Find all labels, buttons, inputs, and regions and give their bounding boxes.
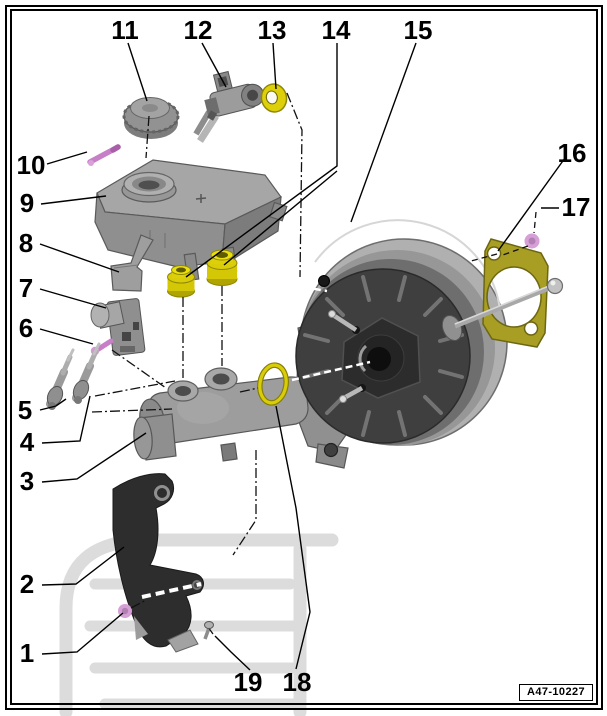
- booster-nut: [524, 233, 540, 249]
- leader-4: [41, 395, 91, 444]
- callout-16: 16: [557, 138, 587, 168]
- callout-17: 17: [561, 192, 591, 222]
- fluid-reservoir: [94, 159, 288, 282]
- leader-lines: [39, 42, 566, 671]
- leader-5: [39, 398, 67, 411]
- level-sensor: [193, 70, 265, 143]
- callout-4: 4: [19, 427, 35, 457]
- leader-2: [41, 546, 125, 586]
- callout-3: 3: [19, 466, 35, 496]
- brake-booster: [295, 219, 508, 446]
- leader-13: [272, 42, 277, 90]
- callout-18: 18: [282, 667, 312, 697]
- white-dashed-pointers: [141, 285, 371, 599]
- leader-14b: [223, 170, 338, 266]
- callout-7: 7: [18, 273, 34, 303]
- leader-10: [46, 151, 88, 165]
- leader-19: [214, 635, 251, 671]
- master-cylinder-o-ring: [257, 362, 289, 406]
- callout-8: 8: [18, 228, 34, 258]
- brake-line-connector-5: [46, 348, 75, 410]
- leader-6: [39, 328, 94, 345]
- figure-code-box: A47-10227: [518, 684, 593, 701]
- callout-5: 5: [17, 395, 33, 425]
- short-dashed-pointers: [207, 211, 537, 635]
- pressure-sensor: [90, 298, 146, 356]
- reservoir-cap: [122, 97, 180, 139]
- callout-15: 15: [403, 15, 433, 45]
- callout-19: 19: [233, 667, 263, 697]
- leader-1: [41, 612, 124, 655]
- callout-13: 13: [257, 15, 287, 45]
- brake-line-connector-4: [72, 342, 101, 404]
- heat-shield: [112, 473, 204, 653]
- leader-8: [39, 243, 120, 273]
- leader-11: [127, 42, 148, 102]
- retaining-pin: [87, 144, 121, 166]
- callout-6: 6: [18, 313, 34, 343]
- booster-push-rod: [441, 277, 564, 342]
- callout-11: 11: [111, 15, 139, 45]
- leader-3: [41, 432, 147, 483]
- sensor-seal-ring: [260, 83, 288, 113]
- leader-15: [350, 42, 417, 223]
- leader-7: [39, 288, 107, 309]
- figure-code: A47-10227: [526, 686, 585, 698]
- booster-gasket: [482, 238, 549, 348]
- callout-14: 14: [321, 15, 351, 45]
- callout-1: 1: [19, 638, 35, 668]
- reservoir-grommet-right: [206, 249, 238, 286]
- retaining-bracket: [110, 234, 154, 292]
- alignment-centerlines: [91, 92, 303, 609]
- shield-bolt: [203, 621, 214, 640]
- leader-9: [40, 195, 107, 205]
- callout-10: 10: [16, 150, 46, 180]
- leader-14a: [185, 43, 338, 278]
- callout-9: 9: [19, 188, 35, 218]
- booster-mounting-studs: [328, 310, 366, 403]
- leader-16: [497, 157, 566, 252]
- leader-12: [201, 42, 227, 88]
- callout-2: 2: [19, 569, 35, 599]
- leader-18: [275, 405, 311, 670]
- reservoir-grommet-left: [167, 265, 195, 298]
- callout-12: 12: [183, 15, 213, 45]
